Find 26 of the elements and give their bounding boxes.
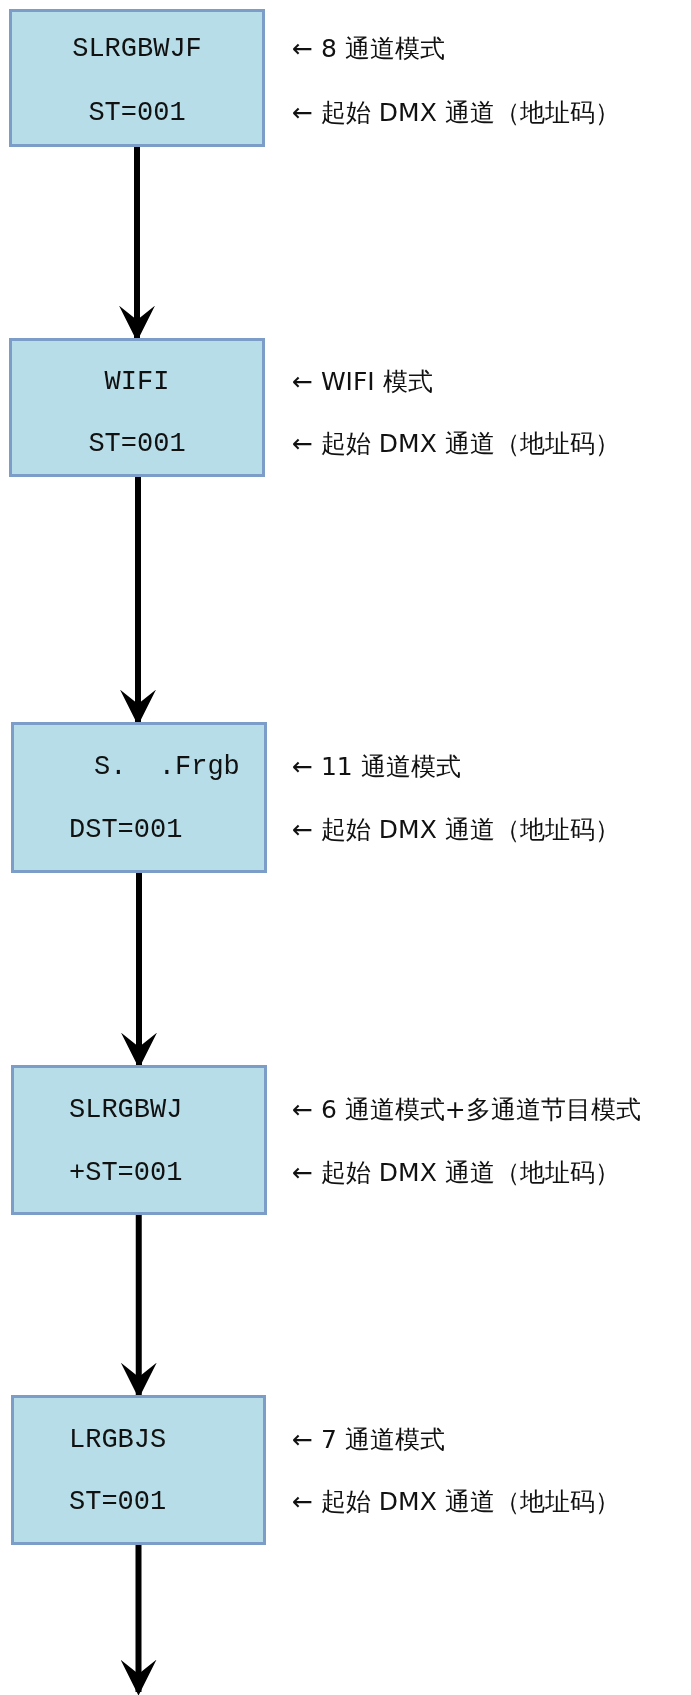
- annotation-text: ← 11 通道模式: [292, 751, 461, 783]
- annotation-text: ← 8 通道模式: [292, 33, 445, 65]
- annotation-text: ← 起始 DMX 通道（地址码）: [292, 1486, 620, 1518]
- display-box: [11, 1065, 267, 1215]
- annotation-text: ← 起始 DMX 通道（地址码）: [292, 814, 620, 846]
- display-box: [11, 722, 267, 873]
- display-box: [9, 9, 265, 147]
- display-text: LRGBJS: [69, 1424, 167, 1456]
- display-text: ST=001: [69, 1486, 167, 1518]
- display-box: [11, 1395, 266, 1545]
- display-text: +ST=001: [69, 1157, 183, 1189]
- annotation-text: ← 起始 DMX 通道（地址码）: [292, 97, 620, 129]
- annotation-text: ← 起始 DMX 通道（地址码）: [292, 428, 620, 460]
- annotation-text: ← 6 通道模式+多通道节目模式: [292, 1094, 641, 1126]
- display-text: ST=001: [87, 428, 187, 460]
- annotation-text: ← WIFI 模式: [292, 366, 433, 398]
- display-text: S. .Frgb: [94, 751, 240, 783]
- display-text: SLRGBWJ: [69, 1094, 183, 1126]
- display-text: WIFI: [103, 366, 171, 398]
- annotation-text: ← 7 通道模式: [292, 1424, 445, 1456]
- display-box: [9, 338, 265, 477]
- arrow: [120, 1545, 157, 1695]
- display-text: ST=001: [87, 97, 187, 129]
- annotation-text: ← 起始 DMX 通道（地址码）: [292, 1157, 620, 1189]
- display-text: DST=001: [69, 814, 183, 846]
- display-text: SLRGBWJF: [71, 33, 203, 65]
